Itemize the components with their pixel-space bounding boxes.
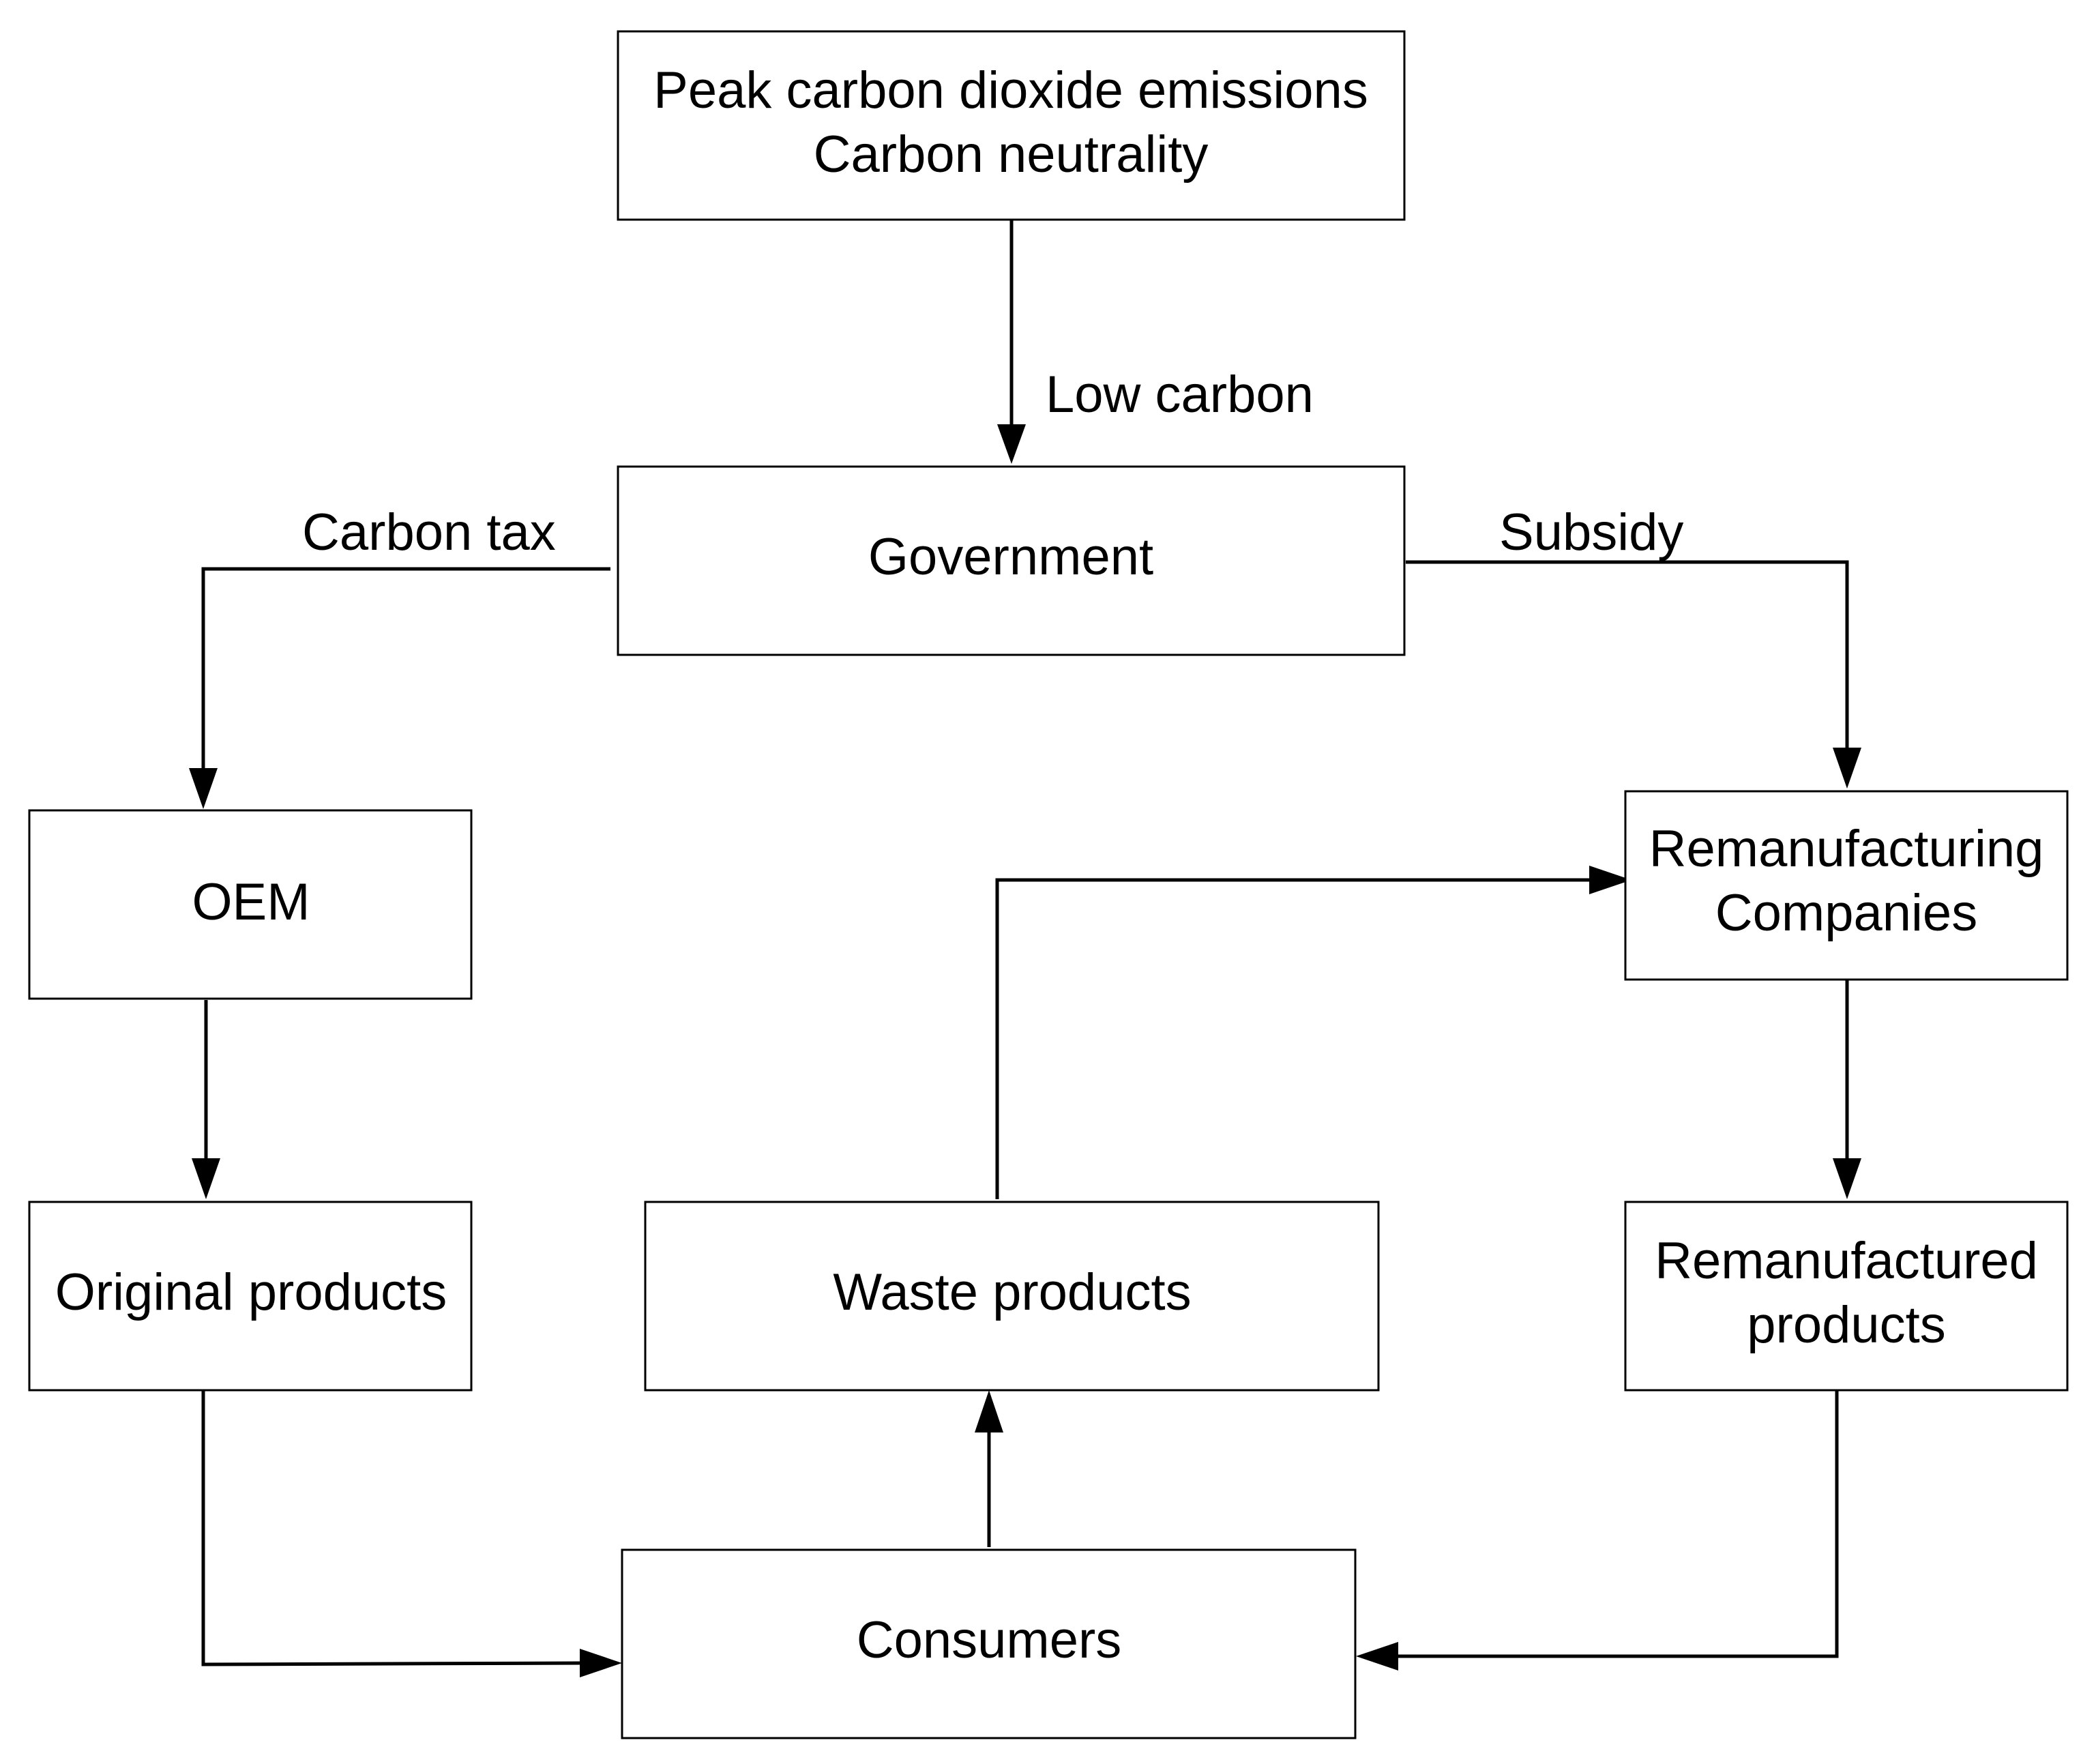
edges (189, 220, 1861, 1677)
edge-government-to-oem (201, 567, 610, 775)
node-oem-box (28, 809, 473, 1000)
node-waste-products: Waste products (644, 1201, 1380, 1392)
node-oem: OEM (28, 809, 473, 1000)
node-waste-products-label: Waste products (833, 1263, 1191, 1321)
node-original-products: Original products (28, 1201, 473, 1392)
node-remanufacturing-companies-line2: Companies (1715, 884, 1977, 942)
node-remanufactured-products-line1: Remanufactured (1655, 1232, 2038, 1290)
node-original-products-box (28, 1201, 473, 1392)
node-goals-line2: Carbon neutrality (814, 126, 1209, 183)
node-consumers-box (621, 1548, 1357, 1739)
node-goals-line1: Peak carbon dioxide emissions (653, 61, 1368, 119)
node-remanufacturing-companies-line1: Remanufacturing (1649, 820, 2044, 878)
arrowhead-remanufacturing-to-remanufactured-products (1833, 1158, 1861, 1199)
arrowhead-original-products-to-consumers (580, 1649, 622, 1677)
node-government-box (617, 465, 1406, 656)
arrowhead-government-to-remanufacturing (1833, 748, 1861, 789)
node-remanufacturing-companies: Remanufacturing Companies (1624, 790, 2069, 981)
node-remanufacturing-companies-box (1624, 790, 2069, 981)
node-remanufactured-products-line2: products (1747, 1296, 1946, 1354)
edge-remanufactured-products-to-consumers (1391, 1390, 1839, 1658)
edge-labels: Low carbon Carbon tax Subsidy (302, 366, 1683, 561)
arrowhead-goals-to-government (997, 424, 1026, 464)
arrowhead-remanufactured-products-to-consumers (1356, 1642, 1398, 1671)
node-consumers-label: Consumers (857, 1611, 1122, 1669)
node-waste-products-box (644, 1201, 1380, 1392)
node-goals-box (617, 30, 1406, 221)
arrowhead-oem-to-original-products (192, 1158, 220, 1199)
nodes: Peak carbon dioxide emissions Carbon neu… (28, 30, 2069, 1739)
node-consumers: Consumers (621, 1548, 1357, 1739)
node-oem-label: OEM (192, 873, 310, 931)
node-remanufactured-products: Remanufactured products (1624, 1201, 2069, 1392)
node-goals: Peak carbon dioxide emissions Carbon neu… (617, 30, 1406, 221)
node-remanufactured-products-box (1624, 1201, 2069, 1392)
node-government: Government (617, 465, 1406, 656)
node-original-products-label: Original products (55, 1263, 447, 1321)
edge-government-to-remanufacturing (1406, 560, 1849, 754)
node-government-label: Government (868, 528, 1153, 586)
edge-label-subsidy: Subsidy (1499, 503, 1683, 561)
arrowhead-government-to-oem (189, 768, 218, 809)
edge-original-products-to-consumers (201, 1390, 587, 1666)
arrowhead-waste-to-remanufacturing (1589, 866, 1632, 894)
edge-waste-to-remanufacturing (995, 878, 1596, 1199)
arrowhead-consumers-to-waste-products (975, 1390, 1003, 1432)
edge-label-low-carbon: Low carbon (1046, 366, 1314, 424)
edge-label-carbon-tax: Carbon tax (302, 503, 556, 561)
